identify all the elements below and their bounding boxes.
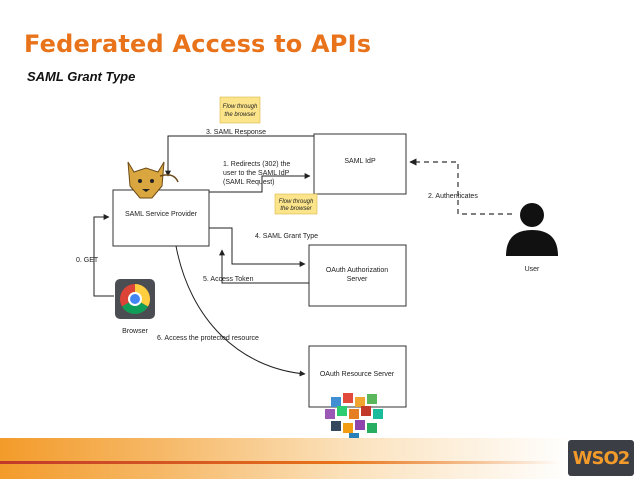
step-2-label: 2. Authenticates bbox=[428, 193, 478, 200]
wso2-logo-text: WSO2 bbox=[572, 447, 631, 469]
oauth-authorization-server-box: OAuth Authorization Server bbox=[308, 244, 407, 307]
app-icons-cluster bbox=[325, 393, 383, 441]
step-1-label-line2: user to the SAML IdP bbox=[223, 170, 290, 177]
arrow-get bbox=[93, 214, 114, 297]
arrow-access-resource bbox=[175, 245, 306, 377]
saml-idp-label: SAML IdP bbox=[344, 158, 376, 165]
step-0-label: 0. GET bbox=[76, 257, 99, 264]
svg-text:the browser: the browser bbox=[280, 206, 312, 212]
oauth-resource-label: OAuth Resource Server bbox=[320, 371, 395, 378]
svg-text:Flow through: Flow through bbox=[223, 104, 258, 110]
svg-text:Flow through: Flow through bbox=[279, 199, 314, 205]
flow-note-bottom: Flow through the browser bbox=[274, 193, 318, 215]
step-1-label-line3: (SAML Request) bbox=[223, 179, 274, 186]
user-label: User bbox=[525, 266, 540, 273]
oauth-auth-label-line2: Server bbox=[347, 276, 368, 283]
saml-idp-box: SAML IdP bbox=[313, 133, 407, 195]
step-6-label: 6. Access the protected resource bbox=[157, 335, 259, 342]
oauth-auth-label-line1: OAuth Authorization bbox=[326, 267, 388, 274]
slide-subtitle: SAML Grant Type bbox=[27, 69, 136, 84]
step-4-label: 4. SAML Grant Type bbox=[255, 233, 318, 240]
wso2-logo: WSO2 bbox=[568, 440, 634, 476]
arrow-authenticates bbox=[409, 158, 512, 215]
footer-bar bbox=[0, 438, 638, 479]
arrow-redirect bbox=[209, 173, 311, 193]
tomcat-logo bbox=[127, 161, 179, 199]
step-3-label: 3. SAML Response bbox=[206, 129, 266, 136]
browser-label: Browser bbox=[122, 328, 148, 335]
svg-text:the browser: the browser bbox=[224, 112, 256, 118]
arrow-saml-grant bbox=[209, 227, 306, 267]
saml-service-provider-box: SAML Service Provider bbox=[112, 189, 210, 247]
user-icon bbox=[506, 203, 558, 256]
flow-note-top: Flow through the browser bbox=[219, 96, 261, 124]
arrow-access-token bbox=[219, 249, 309, 284]
saml-sp-label: SAML Service Provider bbox=[125, 211, 198, 218]
step-5-label: 5. Access Token bbox=[203, 276, 254, 283]
slide-title: Federated Access to APIs bbox=[24, 30, 372, 58]
browser-icon bbox=[115, 279, 155, 319]
arrow-saml-response bbox=[165, 135, 314, 177]
step-1-label-line1: 1. Redirects (302) the bbox=[223, 161, 290, 168]
footer-stripe bbox=[0, 461, 560, 464]
